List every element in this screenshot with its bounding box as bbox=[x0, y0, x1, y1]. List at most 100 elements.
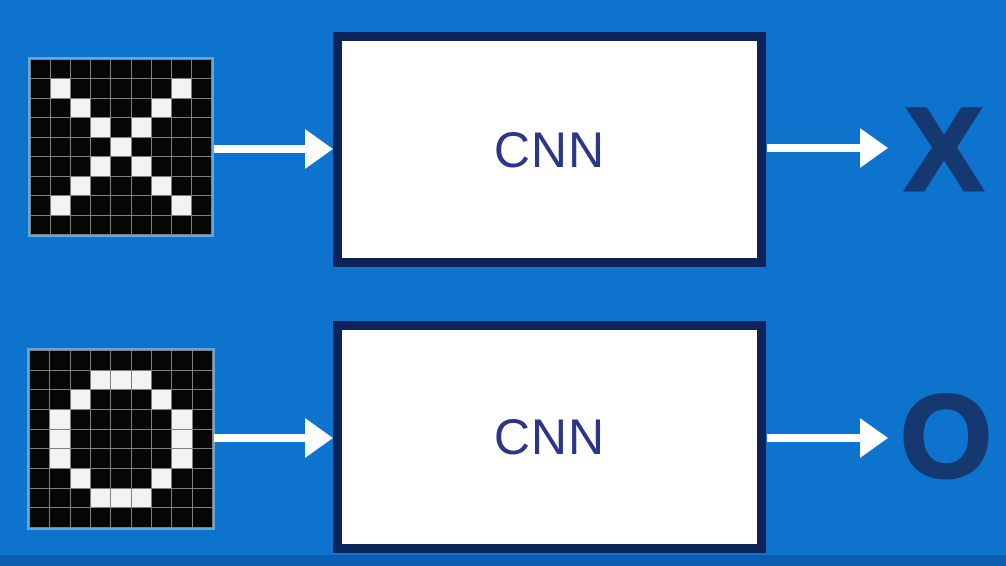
pixel-cell bbox=[171, 118, 191, 137]
arrow-head-icon bbox=[860, 418, 888, 458]
pixel-cell bbox=[71, 176, 91, 196]
pixel-cell bbox=[91, 60, 111, 79]
pixel-cell bbox=[152, 351, 172, 370]
pixel-cell bbox=[171, 137, 191, 157]
pixel-cell bbox=[172, 370, 192, 390]
input-pixel-grid-x-icon bbox=[28, 57, 214, 237]
pixel-cell bbox=[50, 508, 70, 527]
pixel-cell bbox=[91, 79, 111, 98]
input-pixel-grid-o-icon bbox=[27, 348, 215, 530]
pixel-cell bbox=[51, 137, 71, 157]
pixel-cell bbox=[171, 98, 191, 118]
cnn-model-box-top: CNN bbox=[333, 32, 766, 267]
pixel-cell bbox=[192, 508, 212, 527]
pixel-cell bbox=[131, 176, 151, 196]
pixel-cell bbox=[191, 98, 211, 118]
pixel-cell bbox=[71, 60, 91, 79]
pixel-cell bbox=[51, 118, 71, 137]
pixel-cell bbox=[172, 508, 192, 527]
pixel-cell bbox=[91, 488, 111, 508]
pixel-cell bbox=[70, 390, 90, 409]
pixel-cell bbox=[91, 449, 111, 468]
pixel-cell bbox=[171, 79, 191, 98]
pixel-cell bbox=[111, 449, 131, 468]
arrow-head-icon bbox=[305, 129, 333, 169]
pixel-cell bbox=[111, 351, 131, 370]
pixel-cell bbox=[191, 196, 211, 215]
pixel-cell bbox=[31, 79, 51, 98]
pixel-cell bbox=[131, 390, 151, 409]
pixel-cell bbox=[111, 429, 131, 449]
pixel-cell bbox=[131, 468, 151, 488]
pixel-cell bbox=[91, 157, 111, 176]
pixel-cell bbox=[91, 98, 111, 118]
pixel-cell bbox=[111, 118, 131, 137]
pixel-cell bbox=[111, 215, 131, 234]
pixel-cell bbox=[171, 60, 191, 79]
pixel-cell bbox=[91, 215, 111, 234]
pixel-cell bbox=[152, 449, 172, 468]
pixel-cell bbox=[70, 468, 90, 488]
pixel-cell bbox=[131, 157, 151, 176]
pixel-cell bbox=[111, 157, 131, 176]
pixel-cell bbox=[50, 488, 70, 508]
pixel-cell bbox=[131, 409, 151, 429]
pixel-cell bbox=[111, 60, 131, 79]
pixel-cell bbox=[50, 449, 70, 468]
pixel-cell bbox=[131, 118, 151, 137]
pixel-cell bbox=[70, 429, 90, 449]
pixel-cell bbox=[191, 60, 211, 79]
arrow-right-icon bbox=[214, 129, 333, 169]
pixel-cell bbox=[30, 429, 50, 449]
pixel-cell bbox=[31, 215, 51, 234]
pixel-cell bbox=[192, 429, 212, 449]
pixel-cell bbox=[70, 351, 90, 370]
pixel-cell bbox=[111, 79, 131, 98]
pixel-cell bbox=[51, 196, 71, 215]
pixel-cell bbox=[91, 176, 111, 196]
pixel-cell bbox=[191, 157, 211, 176]
pixel-cell bbox=[131, 137, 151, 157]
pixel-cell bbox=[131, 429, 151, 449]
pixel-cell bbox=[191, 215, 211, 234]
pixel-cell bbox=[71, 98, 91, 118]
pixel-cell bbox=[111, 196, 131, 215]
pixel-cell bbox=[51, 215, 71, 234]
arrow-right-icon bbox=[767, 128, 888, 168]
pixel-cell bbox=[30, 409, 50, 429]
pixel-cell bbox=[51, 176, 71, 196]
pixel-cell bbox=[91, 196, 111, 215]
pixel-cell bbox=[192, 488, 212, 508]
pixel-cell bbox=[192, 449, 212, 468]
pixel-cell bbox=[192, 468, 212, 488]
pixel-cell bbox=[91, 429, 111, 449]
pixel-cell bbox=[151, 98, 171, 118]
pixel-cell bbox=[111, 370, 131, 390]
pixel-cell bbox=[151, 79, 171, 98]
pixel-cell bbox=[111, 468, 131, 488]
pixel-cell bbox=[131, 79, 151, 98]
cnn-model-box-bottom: CNN bbox=[333, 321, 766, 553]
pixel-cell bbox=[111, 176, 131, 196]
pixel-cell bbox=[50, 429, 70, 449]
pixel-cell bbox=[70, 488, 90, 508]
pixel-cell bbox=[30, 449, 50, 468]
pixel-cell bbox=[70, 449, 90, 468]
pixel-cell bbox=[30, 468, 50, 488]
pixel-cell bbox=[91, 390, 111, 409]
pixel-cell bbox=[111, 390, 131, 409]
pixel-cell bbox=[30, 508, 50, 527]
pixel-cell bbox=[50, 468, 70, 488]
pixel-cell bbox=[191, 118, 211, 137]
pixel-cell bbox=[50, 370, 70, 390]
pixel-cell bbox=[31, 98, 51, 118]
pixel-cell bbox=[30, 351, 50, 370]
pixel-cell bbox=[151, 196, 171, 215]
arrow-head-icon bbox=[860, 128, 888, 168]
pixel-cell bbox=[192, 351, 212, 370]
pixel-cell bbox=[31, 137, 51, 157]
arrow-right-icon bbox=[767, 418, 888, 458]
pixel-cell bbox=[171, 176, 191, 196]
arrow-shaft bbox=[767, 434, 860, 442]
